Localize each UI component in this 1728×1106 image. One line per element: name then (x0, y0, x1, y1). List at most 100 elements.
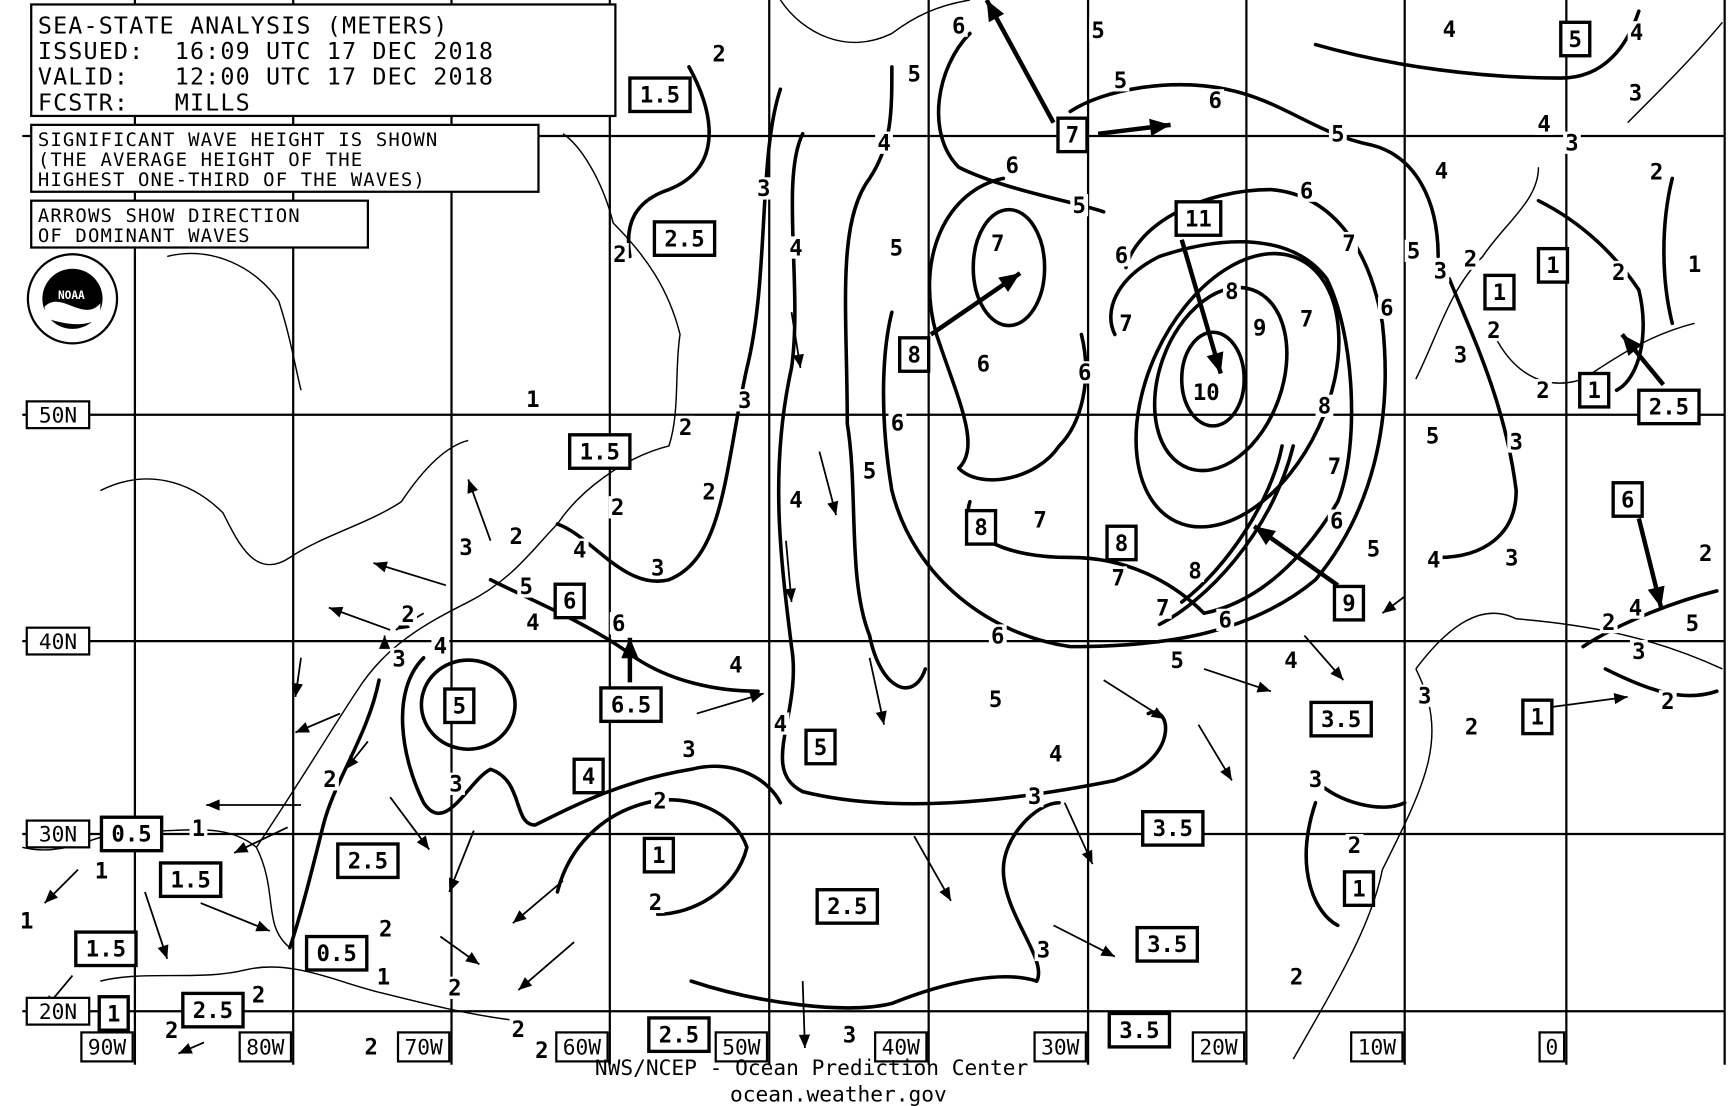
contour-label: 9 (1253, 316, 1266, 342)
dominant-wave-arrow (448, 830, 475, 893)
dominant-wave-arrow (43, 869, 79, 904)
dominant-wave-arrow-bold (929, 271, 1022, 337)
contour-label: 5 (1407, 239, 1420, 265)
contour-label: 4 (789, 235, 802, 261)
contour-label: 4 (1537, 112, 1550, 138)
contour-label: 2 (1465, 715, 1478, 741)
contour-label: 6 (612, 611, 625, 637)
dominant-wave-arrow (784, 540, 796, 603)
boxed-wave-height: 7 (1066, 123, 1079, 149)
note-line: OF DOMINANT WAVES (38, 225, 251, 247)
contour-label: 1 (1688, 252, 1701, 278)
boxed-wave-height: 5 (814, 735, 827, 761)
boxed-wave-height: 0.5 (317, 941, 357, 967)
dominant-wave-arrow (1053, 924, 1116, 958)
contour-label: 3 (1632, 639, 1645, 665)
dominant-wave-arrow-bold (984, 0, 1056, 124)
dominant-wave-arrow (1197, 724, 1233, 781)
note-line: (THE AVERAGE HEIGHT OF THE (38, 149, 363, 171)
contour-label: 7 (1328, 454, 1341, 480)
boxed-wave-height: 9 (1342, 591, 1355, 617)
contour-label: 2 (1602, 610, 1615, 636)
contour-label: 7 (1156, 595, 1169, 621)
contour-label: 3 (1037, 938, 1050, 964)
contour-label: 7 (1300, 307, 1313, 333)
boxed-wave-height: 6 (1621, 487, 1634, 513)
contour-label: 6 (1006, 153, 1019, 179)
boxed-wave-height: 3.5 (1147, 932, 1187, 958)
contour-label: 2 (649, 890, 662, 916)
contour-label: 5 (1091, 18, 1104, 44)
dominant-wave-arrow (1063, 802, 1094, 865)
contour-label: 4 (877, 131, 890, 157)
boxed-wave-height: 2.5 (348, 849, 388, 875)
contour-label: 6 (1380, 296, 1393, 322)
dominant-wave-arrow (344, 740, 369, 770)
contour-label: 2 (323, 767, 336, 793)
contour-label: 3 (449, 772, 462, 798)
longitude-label: 50W (722, 1035, 760, 1060)
boxed-wave-height: 1 (652, 843, 665, 869)
latitude-label: 30N (39, 822, 77, 847)
dominant-wave-arrow (144, 891, 169, 960)
contour-label: 3 (392, 647, 405, 673)
footer-agency: NWS/NCEP - Ocean Prediction Center (595, 1055, 1028, 1080)
contour-label: 3 (1434, 259, 1447, 285)
contour-label: 8 (1188, 559, 1201, 585)
contour-label: 4 (789, 487, 802, 513)
longitude-label: 10W (1358, 1035, 1396, 1060)
contour-label: 1 (192, 816, 205, 842)
contour-label: 7 (991, 231, 1004, 257)
contour-label: 3 (1028, 784, 1041, 810)
contour-label: 6 (991, 623, 1004, 649)
contour-label: 3 (757, 176, 770, 202)
contour-label: 2 (1487, 318, 1500, 344)
dominant-wave-arrow (1303, 634, 1345, 681)
contour-label: 6 (1208, 88, 1221, 114)
contour-label: 3 (843, 1022, 856, 1048)
contour-label: 8 (1318, 394, 1331, 420)
boxed-wave-height: 2.5 (664, 226, 704, 252)
dominant-wave-arrow-bold (1620, 333, 1666, 387)
contour-label: 6 (977, 351, 990, 377)
map-title: SEA-STATE ANALYSIS (METERS) (38, 11, 449, 39)
contour-label: 6 (891, 410, 904, 436)
dominant-wave-arrow (295, 712, 341, 734)
contour-label: 3 (459, 535, 472, 561)
contour-label: 3 (1454, 342, 1467, 368)
longitude-label: 20W (1199, 1035, 1237, 1060)
contour-label: 2 (379, 917, 392, 943)
arrow-note: ARROWS SHOW DIRECTION OF DOMINANT WAVES (30, 199, 370, 249)
dominant-wave-arrow (373, 561, 447, 587)
boxed-wave-height: 1.5 (580, 439, 620, 465)
longitude-label: 30W (1041, 1035, 1079, 1060)
boxed-wave-height: 6.5 (611, 692, 651, 718)
boxed-wave-height: 0.5 (111, 822, 151, 848)
dominant-wave-arrow (1543, 692, 1628, 709)
valid-time: VALID: 12:00 UTC 17 DEC 2018 (38, 63, 494, 91)
boxed-wave-height: 8 (907, 342, 920, 368)
boxed-wave-height: 8 (974, 515, 987, 541)
dominant-wave-arrow (1103, 679, 1166, 720)
contour-label: 1 (526, 387, 539, 413)
contour-label: 2 (679, 415, 692, 441)
boxed-wave-height: 1 (1588, 378, 1601, 404)
contour-label: 2 (165, 1018, 178, 1044)
contour-label: 4 (573, 537, 586, 563)
dominant-wave-arrow (1203, 668, 1272, 693)
boxed-wave-height: 3.5 (1119, 1018, 1159, 1044)
contour-label: 5 (863, 458, 876, 484)
dominant-wave-arrow-bold (1252, 524, 1340, 588)
footer-website: ocean.weather.gov (730, 1082, 947, 1106)
dominant-wave-arrow (439, 935, 480, 966)
contour-label: 2 (1612, 260, 1625, 286)
boxed-wave-height: 3.5 (1153, 816, 1193, 842)
contour-label: 2 (401, 602, 414, 628)
contour-label: 7 (1033, 507, 1046, 533)
contour-label: 3 (682, 737, 695, 763)
boxed-wave-height: 1 (1352, 876, 1365, 902)
contour-label: 2 (448, 976, 461, 1002)
boxed-wave-height: 1.5 (640, 83, 680, 109)
contour-label: 4 (526, 610, 539, 636)
